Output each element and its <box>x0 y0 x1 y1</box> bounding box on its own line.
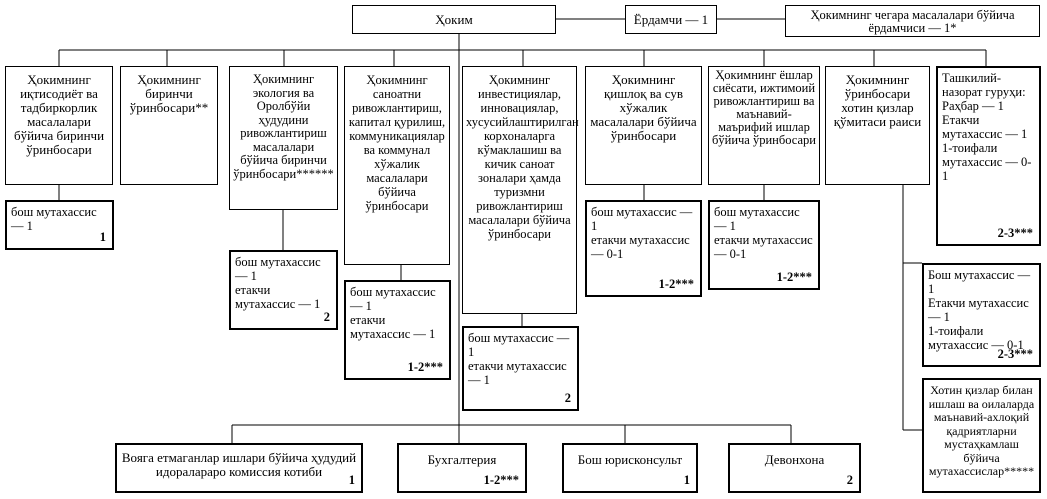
staff-text: бош мутахассис — 1 етакчи мутахассис — 0… <box>591 205 693 261</box>
staff-text: бош мутахассис — 1 етакчи мутахассис — 1 <box>350 285 436 341</box>
border-assistant-box: Ҳокимнинг чегара масалалари бўйича ёрдам… <box>785 5 1040 37</box>
bottom-count: 1 <box>683 473 690 487</box>
deputy-agriculture: Ҳокимнинг қишлоқ ва сув хўжалик масалала… <box>585 66 702 185</box>
staff-agriculture: бош мутахассис — 1 етакчи мутахассис — 0… <box>585 200 702 297</box>
bottom-text: Девонхона <box>764 452 825 467</box>
staff-count: 1-2*** <box>658 277 694 291</box>
deputy-youth: Ҳокимнинг ёшлар сиёсати, ижтимоий ривожл… <box>708 66 820 185</box>
deputy-title: Ҳокимнинг ўринбосари хотин қизлар қўмита… <box>833 72 922 129</box>
staff-economy: бош мутахассис — 1 1 <box>5 200 114 250</box>
staff-count: 1-2*** <box>407 360 443 374</box>
staff-youth: бош мутахассис — 1 етакчи мутахассис — 0… <box>708 200 820 290</box>
control-group: Ташкилий-назорат гуруҳи: Раҳбар — 1 Етак… <box>936 66 1041 246</box>
bottom-text: Вояга етмаганлар ишлари бўйича ҳудудий и… <box>121 450 357 479</box>
staff-count: 2 <box>323 310 330 324</box>
chancellery: Девонхона 2 <box>728 443 861 493</box>
head-label: Ҳоким <box>435 12 473 27</box>
staff-text: бош мутахассис — 1 <box>11 205 97 233</box>
staff-count: 1-2*** <box>776 270 812 284</box>
staff-text: бош мутахассис — 1 етакчи мутахассис — 1 <box>235 255 321 311</box>
staff-count: 2 <box>564 391 571 405</box>
deputy-title: Ҳокимнинг инвестициялар, инновациялар, х… <box>466 73 579 241</box>
assistant-label: Ёрдамчи — 1 <box>633 12 709 27</box>
chief-legal: Бош юрисконсульт 1 <box>562 443 698 493</box>
deputy-title: Ҳокимнинг экология ва Оролбўйи ҳудудини … <box>233 72 334 181</box>
bottom-text: Бош юрисконсульт <box>577 452 683 467</box>
deputy-title: Ҳокимнинг қишлоқ ва сув хўжалик масалала… <box>590 72 697 143</box>
staff-text: бош мутахассис — 1 етакчи мутахассис — 0… <box>714 205 813 261</box>
bottom-text: Бухгалтерия <box>427 452 497 467</box>
staff-count: 1 <box>99 230 106 244</box>
deputy-title: Ҳокимнинг биринчи ўринбосари** <box>129 72 209 115</box>
staff-women: Хотин қизлар билан ишлаш ва оилаларда ма… <box>922 378 1041 493</box>
staff-text: бош мутахассис — 1 етакчи мутахассис — 1 <box>468 331 570 387</box>
commission-secretary: Вояга етмаганлар ишлари бўйича ҳудудий и… <box>115 443 363 493</box>
border-assistant-label: Ҳокимнинг чегара масалалари бўйича ёрдам… <box>810 8 1015 35</box>
staff-text: Хотин қизлар билан ишлаш ва оилаларда ма… <box>928 383 1035 478</box>
staff-control: Бош мутахассис — 1 Етакчи мутахассис — 1… <box>922 263 1041 367</box>
deputy-industry: Ҳокимнинг саноатни ривожлантириш, капита… <box>344 66 450 265</box>
assistant-box: Ёрдамчи — 1 <box>625 5 717 34</box>
deputy-investments: Ҳокимнинг инвестициялар, инновациялар, х… <box>462 66 579 314</box>
control-group-count: 2-3*** <box>997 226 1033 240</box>
staff-industry: бош мутахассис — 1 етакчи мутахассис — 1… <box>344 280 451 380</box>
staff-investments: бош мутахассис — 1 етакчи мутахассис — 1… <box>462 326 579 411</box>
deputy-women: Ҳокимнинг ўринбосари хотин қизлар қўмита… <box>825 66 930 185</box>
staff-count: 2-3*** <box>997 347 1033 361</box>
deputy-first: Ҳокимнинг биринчи ўринбосари** <box>120 66 218 185</box>
bottom-count: 2 <box>846 473 853 487</box>
head-box: Ҳоким <box>352 5 556 34</box>
deputy-title: Ҳокимнинг ёшлар сиёсати, ижтимоий ривожл… <box>712 68 816 147</box>
staff-text: Бош мутахассис — 1 Етакчи мутахассис — 1… <box>928 268 1031 352</box>
staff-ecology: бош мутахассис — 1 етакчи мутахассис — 1… <box>229 250 338 330</box>
deputy-economy: Ҳокимнинг иқтисодиёт ва тадбиркорлик мас… <box>5 66 113 185</box>
bottom-count: 1 <box>348 473 355 487</box>
deputy-ecology: Ҳокимнинг экология ва Оролбўйи ҳудудини … <box>229 66 338 210</box>
control-group-text: Ташкилий-назорат гуруҳи: Раҳбар — 1 Етак… <box>942 71 1032 183</box>
bottom-count: 1-2*** <box>483 473 519 487</box>
deputy-title: Ҳокимнинг иқтисодиёт ва тадбиркорлик мас… <box>13 72 105 157</box>
accounting: Бухгалтерия 1-2*** <box>397 443 527 493</box>
deputy-title: Ҳокимнинг саноатни ривожлантириш, капита… <box>348 73 446 213</box>
